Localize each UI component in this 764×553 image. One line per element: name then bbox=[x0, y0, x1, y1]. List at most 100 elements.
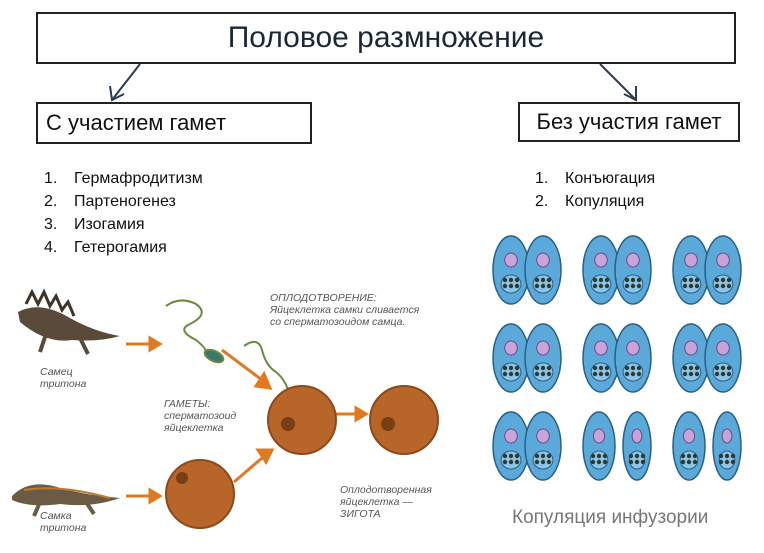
nucleus-dot bbox=[596, 453, 602, 459]
nucleus-dot bbox=[596, 459, 602, 465]
zygote-label: Оплодотворенная яйцеклетка — ЗИГОТА bbox=[340, 484, 432, 520]
ciliate-cell bbox=[614, 235, 652, 305]
nucleus-dot bbox=[720, 365, 726, 371]
nucleus-dot bbox=[630, 365, 636, 371]
nucleus-dot bbox=[514, 365, 520, 371]
nucleus-dot bbox=[534, 283, 540, 289]
nucleus-dot bbox=[540, 365, 546, 371]
list-item: 3.Изогамия bbox=[44, 216, 145, 233]
nucleus-dot bbox=[640, 459, 646, 465]
nucleus-dot bbox=[636, 371, 642, 377]
nucleus-dot bbox=[508, 283, 514, 289]
egg-cells bbox=[165, 385, 439, 529]
nucleus-dot bbox=[546, 277, 552, 283]
ciliate-caption: Копуляция инфузории bbox=[512, 507, 709, 528]
nucleus-dot bbox=[592, 365, 598, 371]
nucleus-dot bbox=[724, 459, 730, 465]
nucleus-dot bbox=[694, 277, 700, 283]
ciliate-cell bbox=[582, 323, 620, 393]
with-gametes-heading: С участием гамет bbox=[46, 110, 227, 135]
nucleus-dot bbox=[726, 283, 732, 289]
nucleus-dot bbox=[604, 371, 610, 377]
ciliate-cell bbox=[704, 235, 742, 305]
nucleus-dot bbox=[514, 277, 520, 283]
ciliate-cell bbox=[622, 411, 652, 481]
nucleus-dot bbox=[502, 277, 508, 283]
nucleus-dot bbox=[592, 283, 598, 289]
nucleus-dot bbox=[508, 277, 514, 283]
nucleus-dot bbox=[636, 365, 642, 371]
nucleus-dot bbox=[682, 371, 688, 377]
nucleus-dot bbox=[714, 371, 720, 377]
connector-arrows bbox=[109, 63, 637, 102]
nucleus-dot bbox=[508, 459, 514, 465]
nucleus-dot bbox=[730, 459, 736, 465]
nucleus-dot bbox=[534, 277, 540, 283]
gametes-label: ГАМЕТЫ: сперматозоид яйцеклетка bbox=[164, 398, 237, 434]
nucleus-dot bbox=[502, 459, 508, 465]
nucleus-dot bbox=[540, 453, 546, 459]
nucleus-dot bbox=[534, 459, 540, 465]
nucleus-dot bbox=[714, 277, 720, 283]
nucleus-dot bbox=[682, 283, 688, 289]
nucleus-dot bbox=[640, 453, 646, 459]
nucleus-dot bbox=[692, 459, 698, 465]
male-newt-label: Самец тритона bbox=[40, 366, 87, 390]
nucleus-dot bbox=[604, 365, 610, 371]
fertilized-egg bbox=[268, 386, 336, 454]
nucleus-dot bbox=[540, 371, 546, 377]
nucleus-dot bbox=[546, 459, 552, 465]
ciliate-cell bbox=[582, 235, 620, 305]
nucleus-dot bbox=[630, 277, 636, 283]
nucleus-dot bbox=[602, 459, 608, 465]
page-title: Половое размножение bbox=[36, 12, 736, 64]
without-gametes-box: Без участия гамет bbox=[518, 102, 740, 142]
nucleus-dot bbox=[720, 277, 726, 283]
without-gametes-list: 1.Конъюгация 2.Копуляция bbox=[535, 167, 655, 213]
nucleus-dot bbox=[682, 365, 688, 371]
nucleus-dot bbox=[598, 371, 604, 377]
ciliate-cell bbox=[524, 323, 562, 393]
nucleus-dot bbox=[726, 277, 732, 283]
nucleus-dot bbox=[720, 283, 726, 289]
nucleus-dot bbox=[602, 453, 608, 459]
ciliate-cell bbox=[582, 411, 616, 481]
nucleus-dot bbox=[714, 365, 720, 371]
nucleus-dot bbox=[692, 453, 698, 459]
nucleus-dot bbox=[694, 371, 700, 377]
nucleus-dot bbox=[688, 371, 694, 377]
nucleus-dot bbox=[680, 453, 686, 459]
list-item: 1.Гермафродитизм bbox=[44, 170, 203, 187]
nucleus-dot bbox=[508, 371, 514, 377]
ciliate-cell bbox=[492, 411, 530, 481]
nucleus-dot bbox=[598, 277, 604, 283]
nucleus-dot bbox=[590, 459, 596, 465]
nucleus-dot bbox=[534, 453, 540, 459]
nucleus-dot bbox=[540, 277, 546, 283]
nucleus-dot bbox=[630, 371, 636, 377]
nucleus-dot bbox=[546, 283, 552, 289]
orange-arrows bbox=[126, 335, 369, 505]
nucleus-dot bbox=[514, 453, 520, 459]
nucleus-dot bbox=[598, 365, 604, 371]
nucleus-dot bbox=[688, 277, 694, 283]
nucleus-dot bbox=[592, 371, 598, 377]
ciliate-cell bbox=[672, 323, 710, 393]
ciliate-cell bbox=[672, 235, 710, 305]
nucleus-dot bbox=[508, 453, 514, 459]
list-item: 4.Гетерогамия bbox=[44, 239, 167, 256]
nucleus-dot bbox=[514, 371, 520, 377]
nucleus-dot bbox=[624, 277, 630, 283]
nucleus-dot bbox=[604, 277, 610, 283]
nucleus-dot bbox=[540, 283, 546, 289]
without-gametes-heading: Без участия гамет bbox=[536, 109, 722, 134]
arrow-left bbox=[111, 63, 141, 101]
nucleus-dot bbox=[714, 283, 720, 289]
nucleus-dot bbox=[686, 453, 692, 459]
newt-female bbox=[12, 484, 120, 517]
nucleus-dot bbox=[628, 459, 634, 465]
female-newt-label: Самка тритона bbox=[40, 510, 87, 534]
nucleus-dot bbox=[680, 459, 686, 465]
nucleus-dot bbox=[540, 459, 546, 465]
